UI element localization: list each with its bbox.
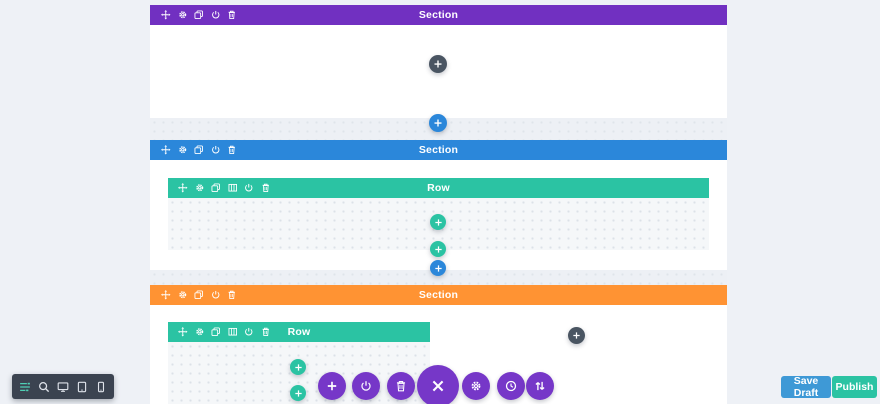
row-2-label: Row xyxy=(287,326,311,338)
section-1-label: Section xyxy=(418,9,459,21)
plus-icon xyxy=(294,363,303,372)
settings-icon[interactable] xyxy=(195,183,205,193)
duplicate-icon[interactable] xyxy=(211,183,221,193)
insert-module-button-green[interactable] xyxy=(290,359,306,375)
module-history-button[interactable] xyxy=(497,372,525,400)
duplicate-icon[interactable] xyxy=(211,327,221,337)
settings-icon[interactable] xyxy=(195,327,205,337)
duplicate-icon[interactable] xyxy=(194,10,204,20)
desktop-view-button[interactable] xyxy=(57,381,69,393)
section-2-label: Section xyxy=(418,144,459,156)
section-3-label: Section xyxy=(418,289,459,301)
section-gap xyxy=(150,270,727,285)
trash-icon[interactable] xyxy=(227,10,237,20)
plus-icon xyxy=(434,245,443,254)
insert-module-button-dark[interactable] xyxy=(568,327,585,344)
move-icon[interactable] xyxy=(161,145,171,155)
row-2-header[interactable]: Row xyxy=(168,322,430,342)
duplicate-icon[interactable] xyxy=(194,290,204,300)
plus-icon xyxy=(433,59,443,69)
section-1-header[interactable]: Section xyxy=(150,5,727,25)
settings-icon[interactable] xyxy=(178,145,188,155)
plus-icon xyxy=(294,389,303,398)
power-icon xyxy=(360,380,372,392)
plus-icon xyxy=(572,331,581,340)
duplicate-icon[interactable] xyxy=(194,145,204,155)
power-icon[interactable] xyxy=(244,327,254,337)
sort-icon xyxy=(534,380,546,392)
module-delete-button[interactable] xyxy=(387,372,415,400)
desktop-icon xyxy=(57,381,69,393)
power-icon[interactable] xyxy=(211,145,221,155)
module-settings-button[interactable] xyxy=(462,372,490,400)
move-icon[interactable] xyxy=(178,327,188,337)
insert-row-button-green[interactable] xyxy=(430,241,446,257)
insert-module-button-green[interactable] xyxy=(430,214,446,230)
settings-icon xyxy=(470,380,482,392)
zoom-icon xyxy=(38,381,50,393)
trash-icon[interactable] xyxy=(227,290,237,300)
plus-icon xyxy=(434,218,443,227)
section-3-header[interactable]: Section xyxy=(150,285,727,305)
section-2-header[interactable]: Section xyxy=(150,140,727,160)
insert-section-button-blue[interactable] xyxy=(430,260,446,276)
power-icon[interactable] xyxy=(211,10,221,20)
power-icon[interactable] xyxy=(211,290,221,300)
save-draft-button[interactable]: Save Draft xyxy=(781,375,831,399)
move-icon[interactable] xyxy=(161,290,171,300)
move-icon[interactable] xyxy=(161,10,171,20)
trash-icon[interactable] xyxy=(261,327,271,337)
plus-icon xyxy=(433,118,443,128)
close-actions-button[interactable] xyxy=(417,365,459,404)
trash-icon[interactable] xyxy=(227,145,237,155)
module-add-button[interactable] xyxy=(318,372,346,400)
columns-icon[interactable] xyxy=(228,183,238,193)
trash-icon[interactable] xyxy=(261,183,271,193)
phone-view-button[interactable] xyxy=(95,381,107,393)
plus-icon xyxy=(434,264,443,273)
settings-icon[interactable] xyxy=(178,10,188,20)
move-icon[interactable] xyxy=(178,183,188,193)
wireframe-view-button[interactable] xyxy=(19,381,31,393)
module-disable-button[interactable] xyxy=(352,372,380,400)
close-icon xyxy=(430,378,446,394)
tablet-view-button[interactable] xyxy=(76,381,88,393)
row-1-label: Row xyxy=(427,182,450,194)
insert-row-button-green[interactable] xyxy=(290,385,306,401)
publish-button[interactable]: Publish xyxy=(832,376,877,398)
view-mode-toolbar xyxy=(12,374,114,399)
module-sort-button[interactable] xyxy=(526,372,554,400)
wireframe-icon xyxy=(19,381,31,393)
zoom-view-button[interactable] xyxy=(38,381,50,393)
settings-icon[interactable] xyxy=(178,290,188,300)
history-icon xyxy=(505,380,517,392)
columns-icon[interactable] xyxy=(228,327,238,337)
plus-icon xyxy=(326,380,338,392)
trash-icon xyxy=(395,380,407,392)
power-icon[interactable] xyxy=(244,183,254,193)
insert-section-button-blue[interactable] xyxy=(429,114,447,132)
tablet-icon xyxy=(76,381,88,393)
insert-module-button-dark[interactable] xyxy=(429,55,447,73)
phone-icon xyxy=(95,381,107,393)
row-1-header[interactable]: Row xyxy=(168,178,709,198)
